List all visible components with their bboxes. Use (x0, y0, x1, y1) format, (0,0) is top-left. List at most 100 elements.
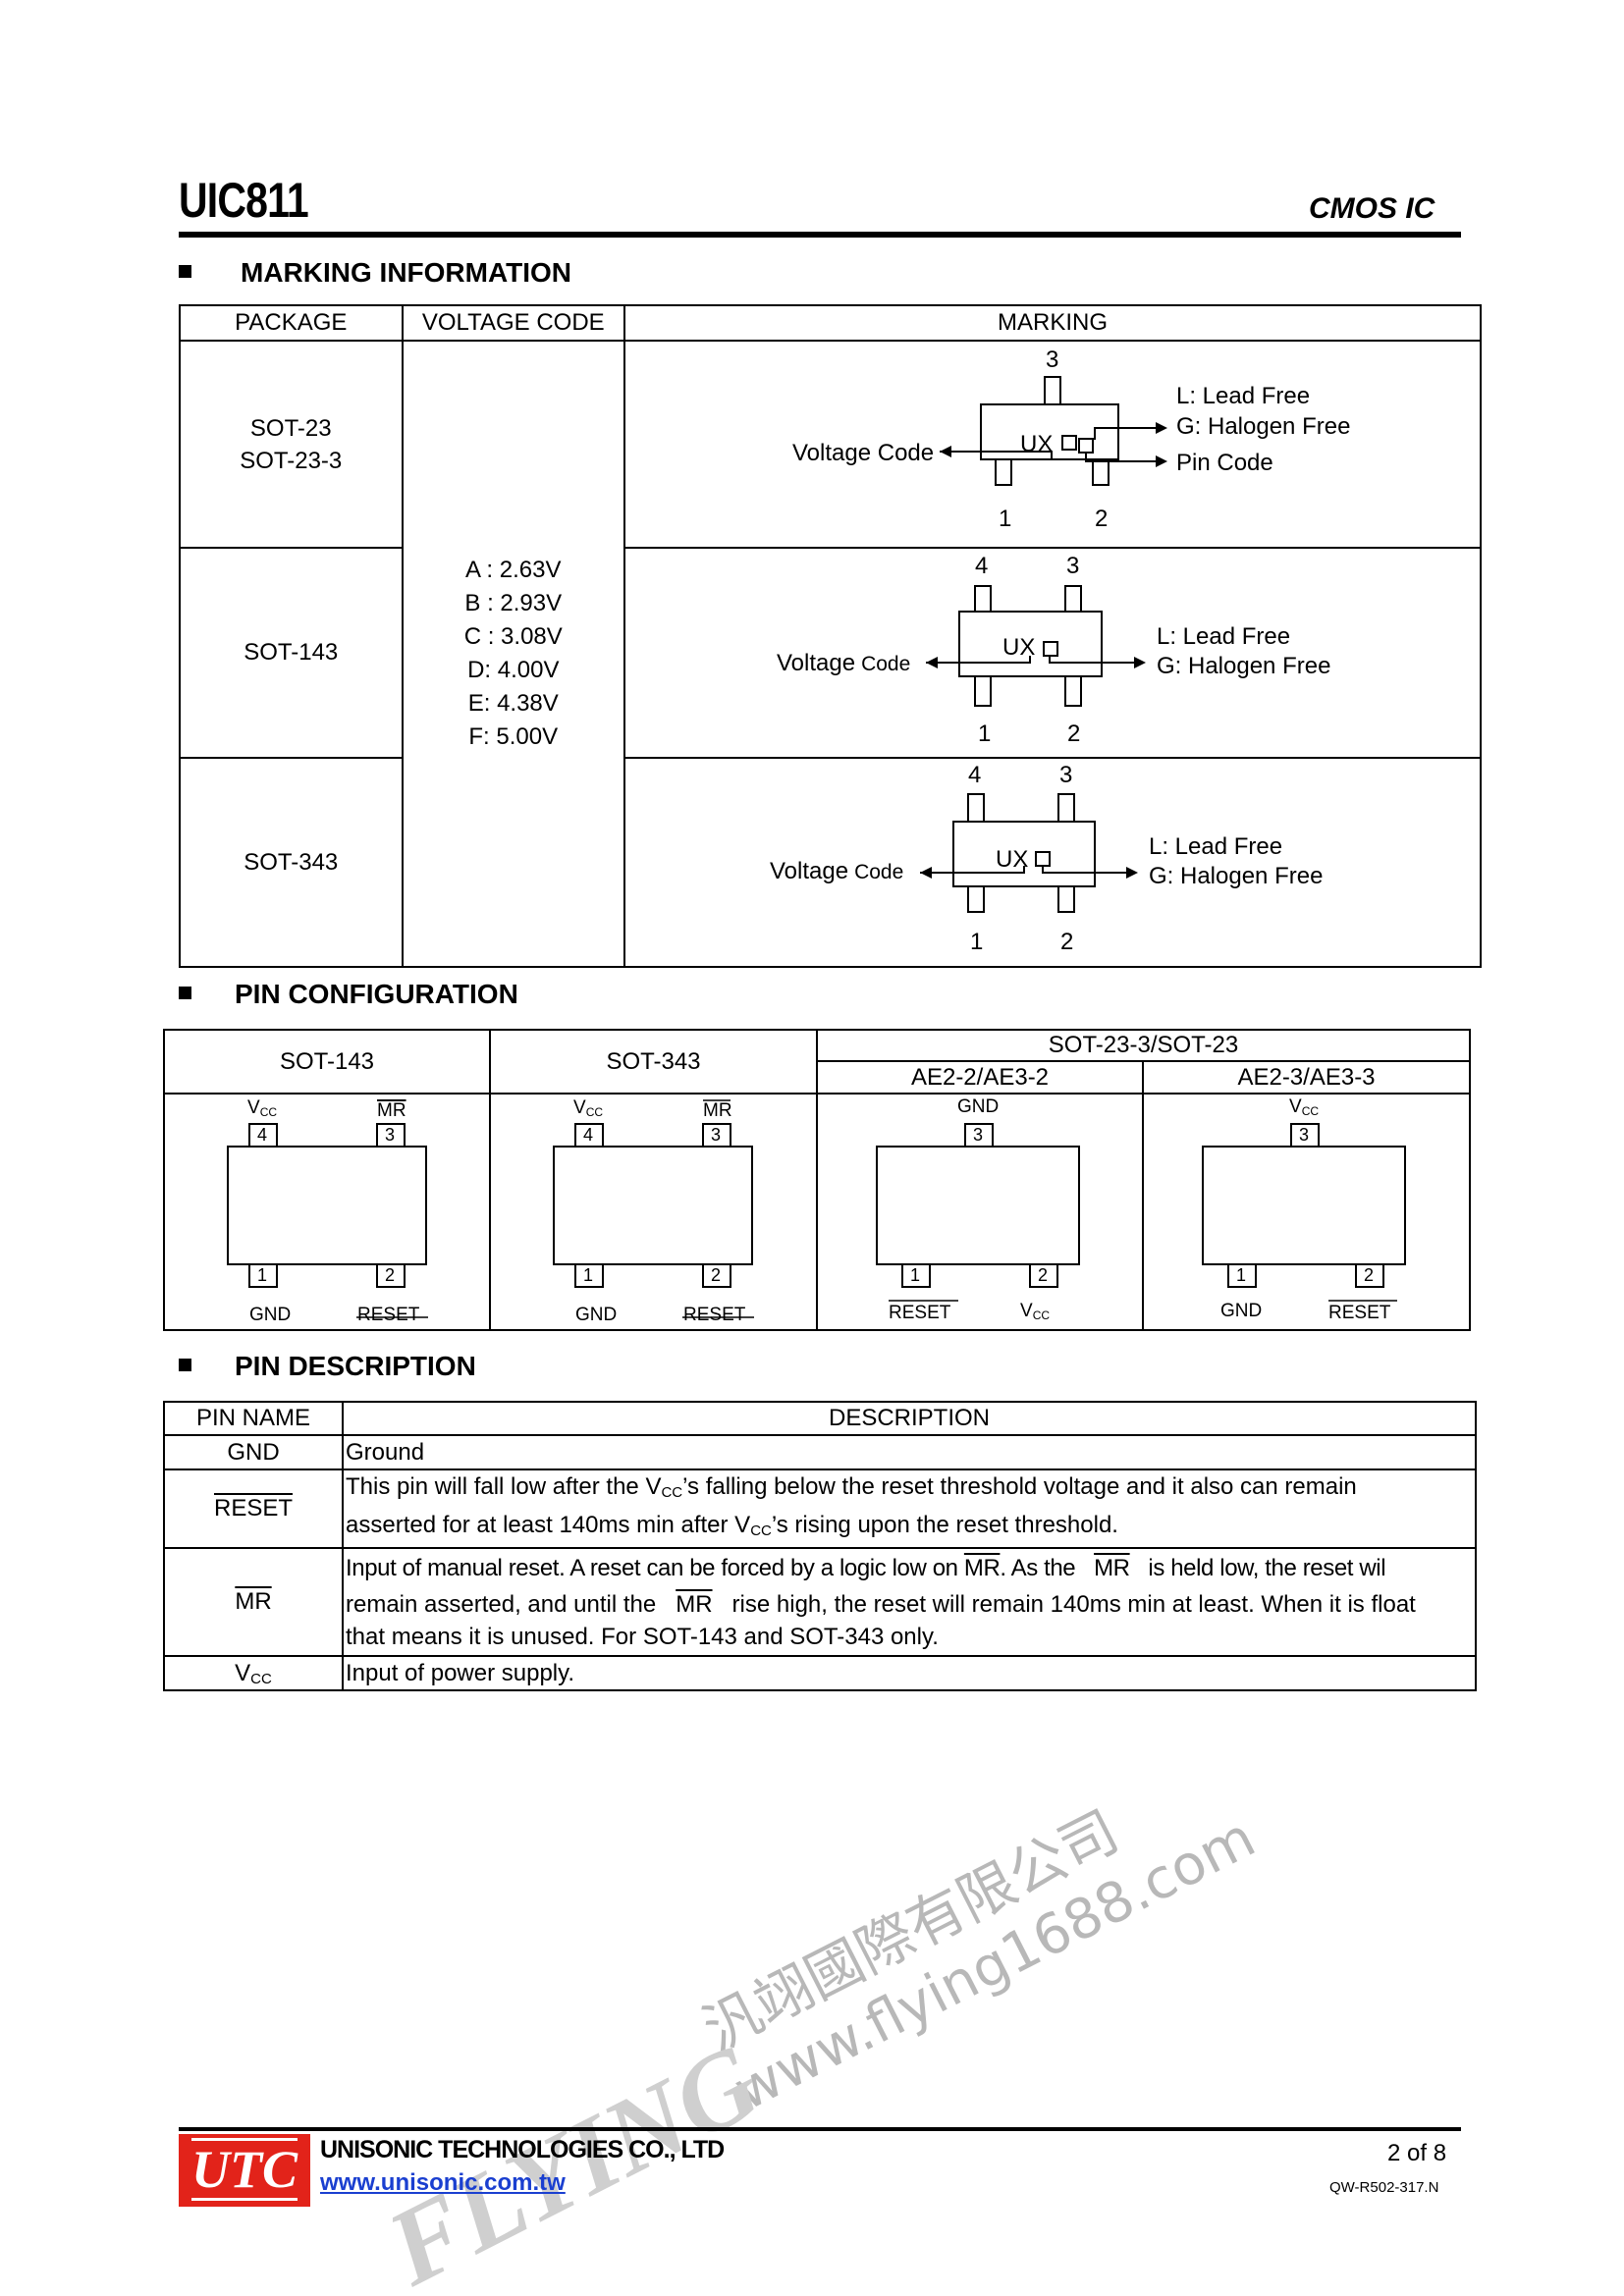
svg-text:RESET: RESET (889, 1303, 951, 1323)
pin-description-table: PIN NAME DESCRIPTION GND Ground RESET Th… (163, 1401, 1477, 1691)
company-name: UNISONIC TECHNOLOGIES CO., LTD (320, 2136, 725, 2163)
bullet-icon (179, 265, 191, 279)
header-rule (179, 232, 1461, 238)
package-sot143: SOT-143 (179, 547, 404, 759)
svg-text:1: 1 (1236, 1265, 1246, 1285)
voltage-code-list: A : 2.63V B : 2.93V C : 3.08V D: 4.00V E… (401, 340, 626, 968)
part-number: UIC811 (179, 173, 309, 228)
svg-text:3: 3 (1066, 553, 1079, 579)
utc-logo: UTC (179, 2134, 310, 2207)
pc-head-sot343: SOT-343 (489, 1029, 818, 1095)
col-marking: MARKING (623, 304, 1482, 342)
svg-text:G: Halogen Free: G: Halogen Free (1149, 863, 1323, 889)
package-sot343: SOT-343 (179, 757, 404, 968)
svg-text:3: 3 (1059, 762, 1072, 788)
svg-text:2: 2 (1095, 506, 1108, 532)
pc-head-sot143: SOT-143 (163, 1029, 491, 1095)
svg-text:1: 1 (970, 929, 983, 955)
svg-text:GND: GND (1220, 1301, 1262, 1321)
pin-diagram-ae23: 3 1 2 VCC GND RESET (1142, 1093, 1471, 1331)
section-pin-config: PIN CONFIGURATION (179, 979, 518, 1010)
product-category: CMOS IC (1309, 192, 1435, 225)
pin-desc-vcc: Input of power supply. (342, 1655, 1477, 1691)
svg-text:VCC: VCC (1020, 1301, 1050, 1322)
section-pin-desc: PIN DESCRIPTION (179, 1351, 476, 1382)
svg-text:GND: GND (957, 1096, 999, 1117)
svg-text:G: Halogen Free: G: Halogen Free (1176, 413, 1350, 440)
svg-text:Pin Code: Pin Code (1176, 450, 1273, 476)
pin-name-gnd: GND (163, 1434, 344, 1470)
svg-text:3: 3 (973, 1125, 983, 1145)
svg-text:L: Lead Free: L: Lead Free (1149, 833, 1282, 860)
svg-text:1: 1 (910, 1265, 920, 1285)
col-voltage-code: VOLTAGE CODE (401, 304, 626, 342)
svg-text:RESET: RESET (357, 1305, 420, 1325)
pd-head-name: PIN NAME (163, 1401, 344, 1436)
svg-text:1: 1 (999, 506, 1011, 532)
page-number: 2 of 8 (1387, 2140, 1447, 2166)
svg-text:2: 2 (1060, 929, 1073, 955)
marking-sot23: 3 1 2 UX Voltage Code L: Lead Free G: Ha… (623, 340, 1482, 549)
pin-desc-reset: This pin will fall low after the VCC’s f… (342, 1468, 1477, 1549)
svg-text:1: 1 (978, 721, 991, 747)
section-marking: MARKING INFORMATION (179, 257, 571, 289)
bullet-icon (179, 1359, 191, 1372)
svg-text:VCC: VCC (247, 1097, 277, 1119)
svg-text:GND: GND (575, 1305, 617, 1325)
svg-text:RESET: RESET (1328, 1303, 1391, 1323)
svg-text:L: Lead Free: L: Lead Free (1157, 623, 1290, 650)
svg-text:VCC: VCC (573, 1097, 603, 1119)
pin-diagram-sot143: 4 3 1 2 VCC MR GND RESET (163, 1093, 491, 1331)
pc-head-sot23: SOT-23-3/SOT-23 (816, 1029, 1471, 1062)
svg-text:1: 1 (257, 1265, 267, 1285)
svg-text:3: 3 (1299, 1125, 1309, 1145)
company-url-link[interactable]: www.unisonic.com.tw (320, 2169, 566, 2196)
svg-text:2: 2 (385, 1265, 395, 1285)
svg-text:UX: UX (1002, 634, 1035, 661)
pin-diagram-ae22: 3 1 2 GND RESET VCC (816, 1093, 1144, 1331)
pin-config-table: SOT-143 SOT-343 SOT-23-3/SOT-23 AE2-2/AE… (163, 1029, 1471, 1331)
pin-name-vcc: VCC (163, 1655, 344, 1691)
svg-text:RESET: RESET (683, 1305, 746, 1325)
svg-text:3: 3 (711, 1125, 721, 1145)
svg-text:Voltage Code: Voltage Code (792, 440, 934, 466)
svg-text:2: 2 (1038, 1265, 1048, 1285)
pd-head-desc: DESCRIPTION (342, 1401, 1477, 1436)
svg-text:2: 2 (711, 1265, 721, 1285)
svg-text:MR: MR (377, 1100, 406, 1121)
col-package: PACKAGE (179, 304, 404, 342)
pin-name-mr: MR (163, 1547, 344, 1657)
svg-text:VCC: VCC (1289, 1096, 1319, 1118)
pin-desc-mr: Input of manual reset. A reset can be fo… (342, 1547, 1477, 1657)
svg-text:UX: UX (996, 846, 1028, 873)
pc-head-ae22: AE2-2/AE3-2 (816, 1060, 1144, 1095)
pin-diagram-sot343: 4 3 1 2 VCC MR GND RESET (489, 1093, 818, 1331)
svg-text:4: 4 (257, 1125, 267, 1145)
document-number: QW-R502-317.N (1329, 2179, 1439, 2196)
svg-text:MR: MR (703, 1100, 732, 1121)
pin-desc-gnd: Ground (342, 1434, 1477, 1470)
svg-text:G: Halogen Free: G: Halogen Free (1157, 653, 1330, 679)
svg-text:GND: GND (249, 1305, 291, 1325)
svg-text:2: 2 (1067, 721, 1080, 747)
watermark: 汎翊國際有限公司 www.flying1688.com FLYING (393, 1797, 1265, 2287)
svg-text:4: 4 (968, 762, 981, 788)
pin-name-reset: RESET (163, 1468, 344, 1549)
svg-text:2: 2 (1364, 1265, 1374, 1285)
svg-text:L: Lead Free: L: Lead Free (1176, 383, 1310, 409)
pc-head-ae23: AE2-3/AE3-3 (1142, 1060, 1471, 1095)
svg-text:4: 4 (583, 1125, 593, 1145)
svg-text:4: 4 (975, 553, 988, 579)
svg-text:3: 3 (1046, 347, 1058, 373)
svg-text:UX: UX (1020, 431, 1053, 457)
bullet-icon (179, 987, 191, 1000)
svg-text:1: 1 (583, 1265, 593, 1285)
footer-rule (179, 2127, 1461, 2131)
svg-text:3: 3 (385, 1125, 395, 1145)
